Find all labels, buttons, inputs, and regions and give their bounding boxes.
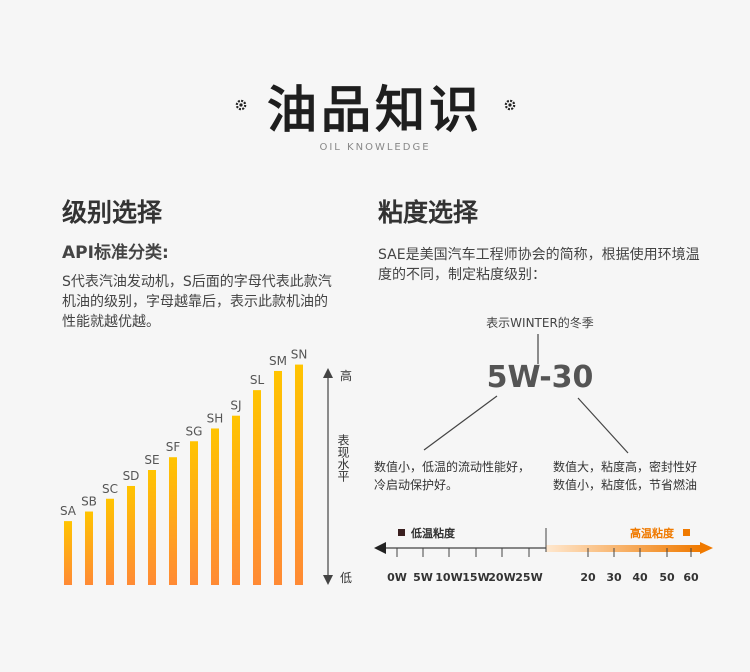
page-title: 油品知识 (267, 81, 483, 139)
scale-right-arrow-icon (700, 542, 713, 554)
low-visc-label: 低温粘度 (411, 527, 455, 540)
low-visc-marker (398, 529, 405, 536)
gear-icon (504, 99, 516, 111)
high-number-description: 数值大，粘度高，密封性好 数值小，粘度低，节省燃油 (553, 458, 733, 494)
viscosity-heading: 粘度选择 (378, 198, 479, 227)
scale-high-band (546, 545, 700, 552)
scale-left-arrow-icon (374, 542, 386, 554)
high-desc-line-2: 数值小，粘度低，节省燃油 (553, 478, 698, 492)
scale-tick-label: 25W (515, 571, 542, 584)
axis-up-arrow-icon (323, 368, 333, 378)
axis-high-label: 高 (340, 368, 352, 383)
winter-label: 表示WINTER的冬季 (486, 316, 594, 330)
axis-down-arrow-icon (323, 575, 333, 585)
bar-sj (232, 415, 240, 585)
bar-sf (169, 457, 177, 585)
grade-heading: 级别选择 (62, 198, 163, 227)
bar-sn (295, 364, 303, 585)
low-connector (423, 395, 498, 451)
axis-low-label: 低 (340, 571, 352, 585)
bar-label-sf: SF (166, 440, 181, 454)
grade-description: S代表汽油发动机，S后面的字母代表此款汽机油的级别，字母越靠后，表示此款机油的性… (62, 274, 332, 330)
high-visc-label: 高温粘度 (630, 527, 674, 540)
bar-label-sh: SH (207, 411, 224, 425)
bar-label-sn: SN (291, 348, 308, 362)
scale-tick-label: 5W (413, 571, 433, 584)
api-label: API标准分类: (62, 243, 169, 263)
bar-sl (253, 390, 261, 585)
high-connector (577, 397, 629, 454)
bar-label-sl: SL (250, 373, 265, 387)
bar-label-sj: SJ (230, 399, 241, 413)
bar-se (148, 470, 156, 585)
scale-tick-label: 30 (606, 571, 622, 584)
bar-sm (274, 370, 282, 585)
scale-tick-label: 60 (683, 571, 699, 584)
bar-label-sm: SM (269, 354, 287, 368)
scale-tick-label: 15W (462, 571, 489, 584)
high-desc-line-1: 数值大，粘度高，密封性好 (553, 460, 698, 474)
scale-tick-label: 50 (659, 571, 675, 584)
axis-middle-label: 表现水平 (336, 434, 350, 482)
bar-label-sb: SB (81, 495, 97, 509)
viscosity-description: SAE是美国汽车工程师协会的简称，根据使用环境温度的不同，制定粘度级别： (378, 247, 700, 283)
bar-sg (190, 441, 198, 585)
page-subtitle: OIL KNOWLEDGE (319, 142, 431, 153)
scale-tick-label: 20 (580, 571, 596, 584)
gear-icon (235, 99, 247, 111)
scale-tick-label: 0W (387, 571, 407, 584)
scale-tick-label: 20W (488, 571, 515, 584)
bar-chart: SA SB SC SD SE SF SG SH SJ SL SM SN (60, 348, 307, 585)
bar-sh (211, 428, 219, 585)
high-visc-marker (683, 529, 690, 536)
bar-label-sd: SD (123, 469, 140, 483)
bar-label-sg: SG (186, 424, 203, 438)
low-number-description: 数值小，低温的流动性能好，冷启动保护好。 (374, 460, 531, 492)
scale-tick-label: 10W (435, 571, 462, 584)
viscosity-code: 5W-30 (486, 360, 594, 395)
bar-sb (85, 511, 93, 585)
bar-label-sc: SC (102, 482, 118, 496)
bar-label-se: SE (144, 453, 159, 467)
bar-label-sa: SA (60, 504, 77, 518)
bar-sa (64, 521, 72, 585)
bar-sc (106, 498, 114, 585)
scale-tick-label: 40 (632, 571, 648, 584)
bar-sd (127, 485, 135, 585)
